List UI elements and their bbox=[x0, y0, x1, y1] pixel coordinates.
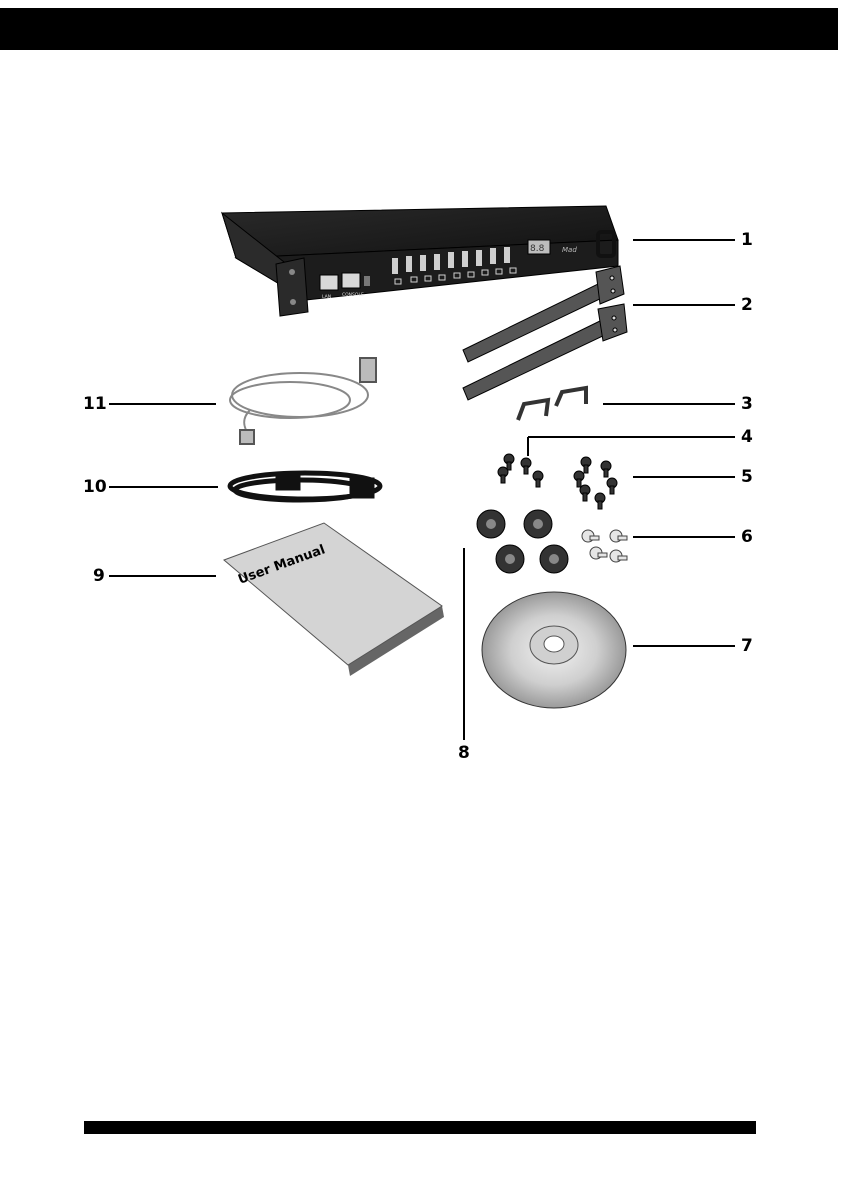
callout-9: 9 bbox=[93, 568, 105, 585]
rack-device: LAN CONSOLE 8.8 Mad bbox=[222, 206, 618, 316]
user-manual: User Manual bbox=[224, 523, 444, 676]
callout-1: 1 bbox=[741, 232, 753, 249]
u-handles bbox=[518, 388, 586, 420]
callout-6: 6 bbox=[741, 529, 753, 546]
footer-bar bbox=[84, 1121, 756, 1134]
callout-8: 8 bbox=[458, 745, 470, 762]
device-display: 8.8 bbox=[530, 244, 545, 254]
screws-set-b bbox=[574, 457, 617, 509]
callout-10: 10 bbox=[83, 479, 107, 496]
serial-cable bbox=[230, 358, 376, 444]
callout-5: 5 bbox=[741, 469, 753, 486]
rubber-feet bbox=[477, 510, 568, 573]
lan-port-label: LAN bbox=[322, 294, 331, 300]
device-brand: Mad bbox=[562, 246, 577, 254]
callout-2: 2 bbox=[741, 297, 753, 314]
callout-11: 11 bbox=[83, 396, 107, 413]
callout-4: 4 bbox=[741, 429, 753, 446]
power-cord bbox=[230, 473, 380, 500]
screws-set-a bbox=[498, 454, 543, 487]
cd-disc bbox=[482, 592, 626, 708]
callout-3: 3 bbox=[741, 396, 753, 413]
callout-7: 7 bbox=[741, 638, 753, 655]
screws-set-c bbox=[582, 530, 627, 562]
callout-lines bbox=[109, 240, 735, 740]
rack-brackets bbox=[463, 266, 627, 400]
console-port-label: CONSOLE bbox=[342, 292, 364, 298]
